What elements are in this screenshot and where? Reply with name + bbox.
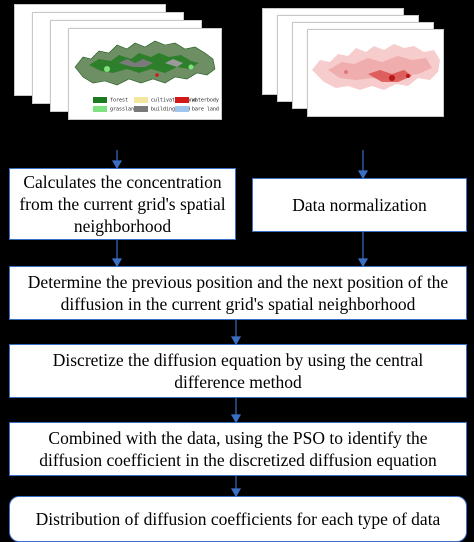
legend-label: forest [110,97,129,104]
legend-label: building land [150,106,191,112]
concentration-map-image [312,44,440,90]
legend-swatch [174,97,189,103]
legend-swatch [93,105,107,112]
legend-swatch [133,97,148,103]
position-box: Determine the previous position and the … [9,266,467,320]
legend-label: cultivated land [150,97,197,104]
legend-item: cultivated land [133,97,196,104]
concentration-box: Calculates the concentration from the cu… [9,168,236,240]
legend-label: waterbody [191,97,219,104]
legend-item: building land [133,105,190,112]
land-use-map-image [74,40,216,86]
distribution-box: Distribution of diffusion coefficients f… [9,496,467,542]
concentration-map [307,29,444,117]
normalization-box: Data normalization [252,178,467,232]
legend-item: waterbody [174,97,219,104]
legend-label: bare land [191,106,219,112]
discretize-box: Discretize the diffusion equation by usi… [9,344,467,398]
legend-item: grassland [93,105,138,112]
legend-swatch [133,105,148,112]
legend-item: forest [93,97,134,104]
legend-label: grassland [110,106,138,112]
legend-swatch [93,97,107,103]
legend-item: bare land [174,105,219,112]
pso-box: Combined with the data, using the PSO to… [9,422,467,476]
legend-swatch [174,105,189,112]
